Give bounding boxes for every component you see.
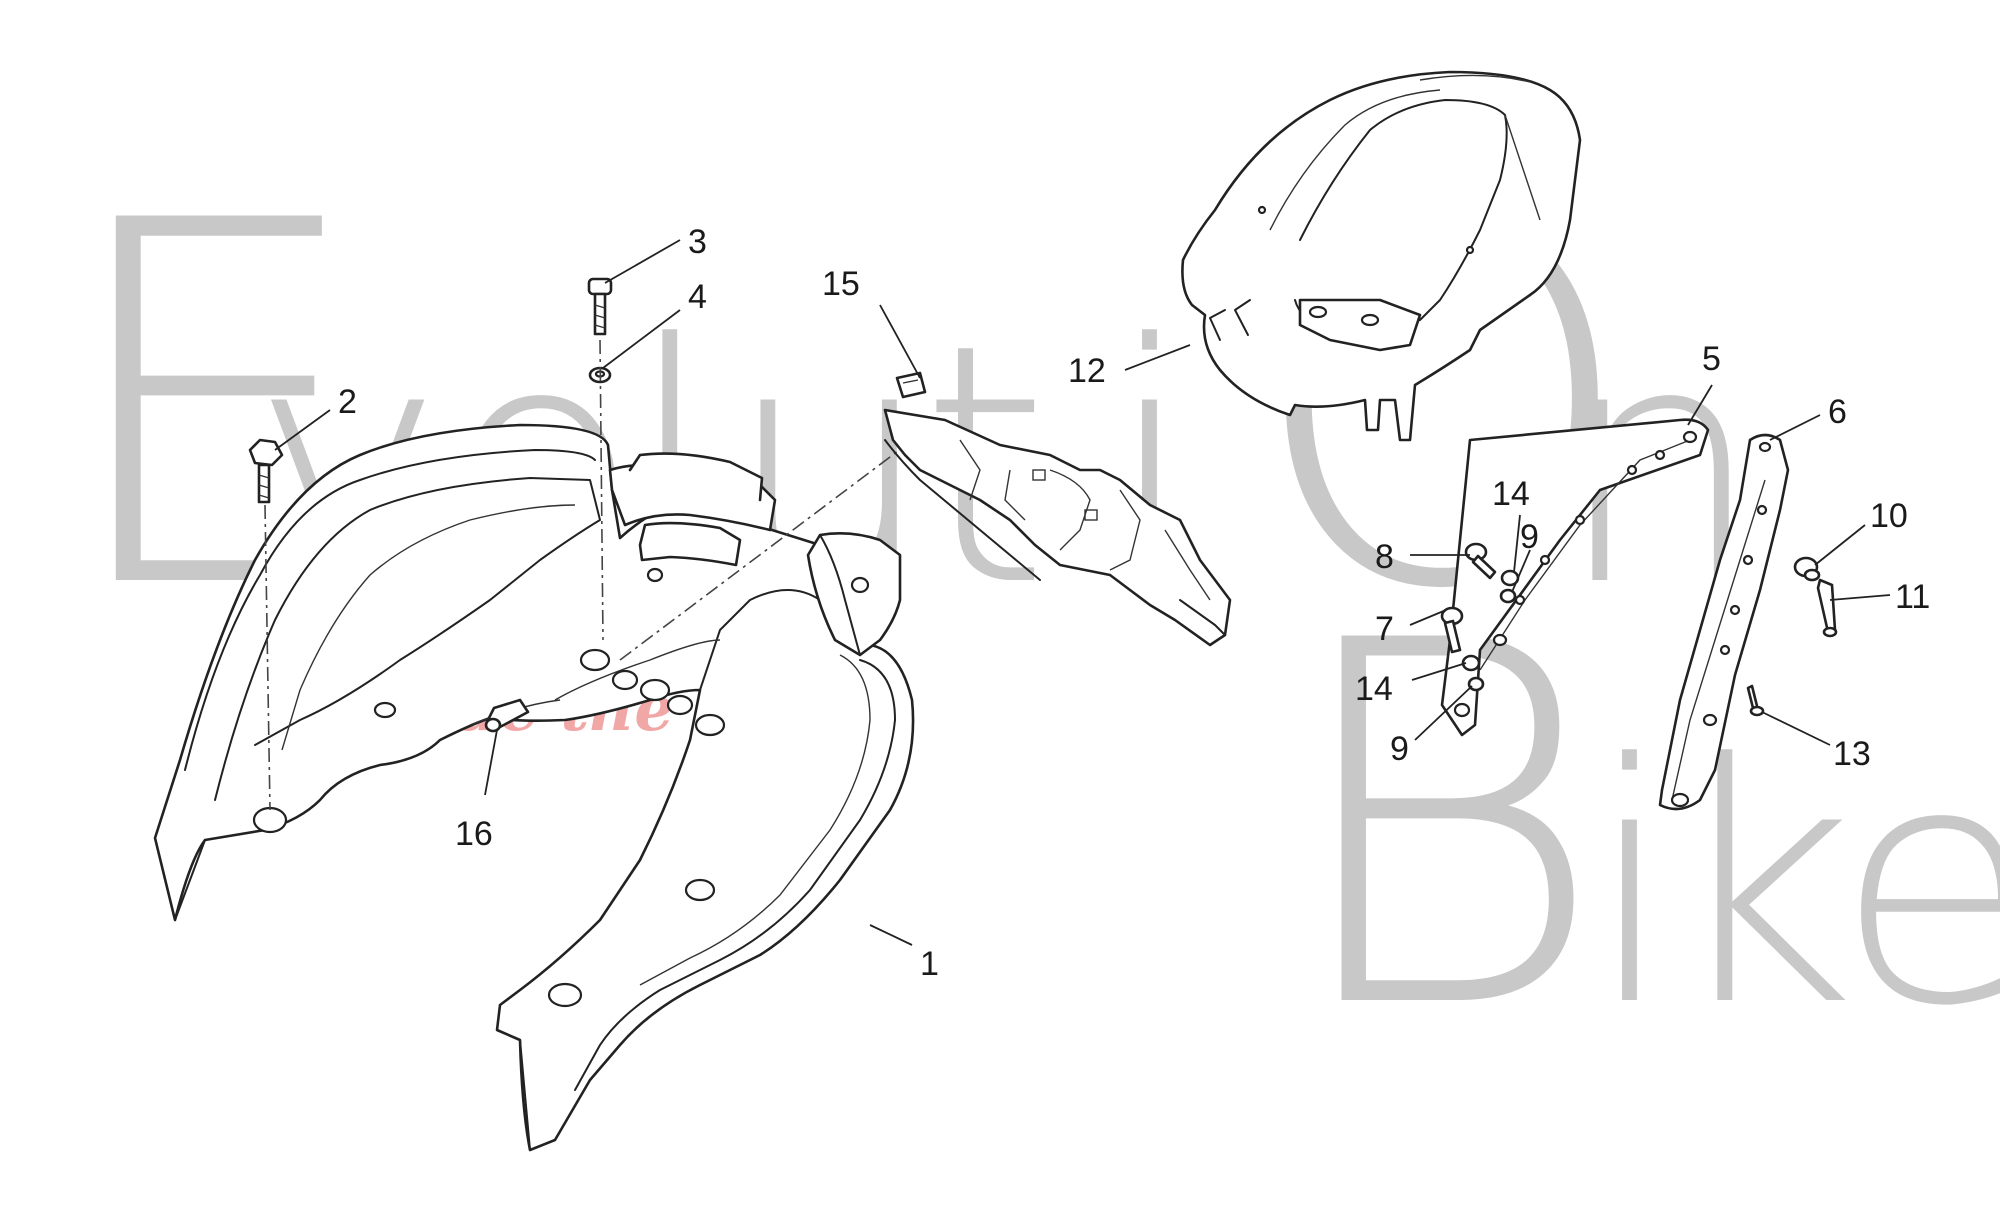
callout-3: 3 [688, 223, 707, 261]
part-12-tail-cover [1181, 70, 1582, 442]
part-16-screw [484, 698, 530, 733]
callout-15: 15 [822, 265, 860, 303]
callout-1: 1 [920, 945, 939, 983]
part-2-screw [248, 438, 284, 504]
watermark-letter: i [1585, 694, 1677, 1078]
callout-6: 6 [1828, 393, 1847, 431]
callout-8: 8 [1375, 538, 1394, 576]
part-9-nut-lower [1467, 676, 1485, 692]
part-10-nut [1793, 556, 1821, 582]
part-8-screw [1464, 542, 1497, 580]
part-13-self-tapping-screw [1746, 684, 1765, 717]
callout-7: 7 [1375, 610, 1394, 648]
part-7-screw [1440, 606, 1464, 654]
callout-11: 11 [1895, 578, 1930, 616]
callout-labels: 1 2 3 4 5 6 7 8 9 9 10 11 12 13 14 14 15… [338, 223, 1930, 983]
part-11-screw [1816, 578, 1838, 638]
watermark-letter: e [1835, 694, 2000, 1078]
callout-9-upper: 9 [1520, 518, 1539, 556]
callout-14-upper: 14 [1492, 475, 1530, 513]
part-15-clip [895, 371, 927, 399]
part-14-washer-lower [1461, 654, 1481, 672]
callout-12: 12 [1068, 352, 1106, 390]
callout-14-lower: 14 [1355, 670, 1393, 708]
leader-lines [274, 239, 1891, 946]
assembly-lines [264, 339, 911, 811]
callout-13: 13 [1833, 735, 1871, 773]
callout-9-lower: 9 [1390, 730, 1409, 768]
watermark-letter: B [1280, 536, 1607, 1118]
callout-5: 5 [1702, 340, 1721, 378]
part-6-side-plate [1658, 433, 1790, 811]
part-1-grab-rail [153, 423, 915, 1152]
callout-4: 4 [688, 278, 707, 316]
callout-10: 10 [1870, 497, 1908, 535]
part-9-nut-upper [1499, 588, 1517, 604]
part-5-side-plate [1440, 418, 1710, 737]
callout-2: 2 [338, 383, 357, 421]
rear-bracket [883, 408, 1232, 647]
callout-16: 16 [455, 815, 493, 853]
